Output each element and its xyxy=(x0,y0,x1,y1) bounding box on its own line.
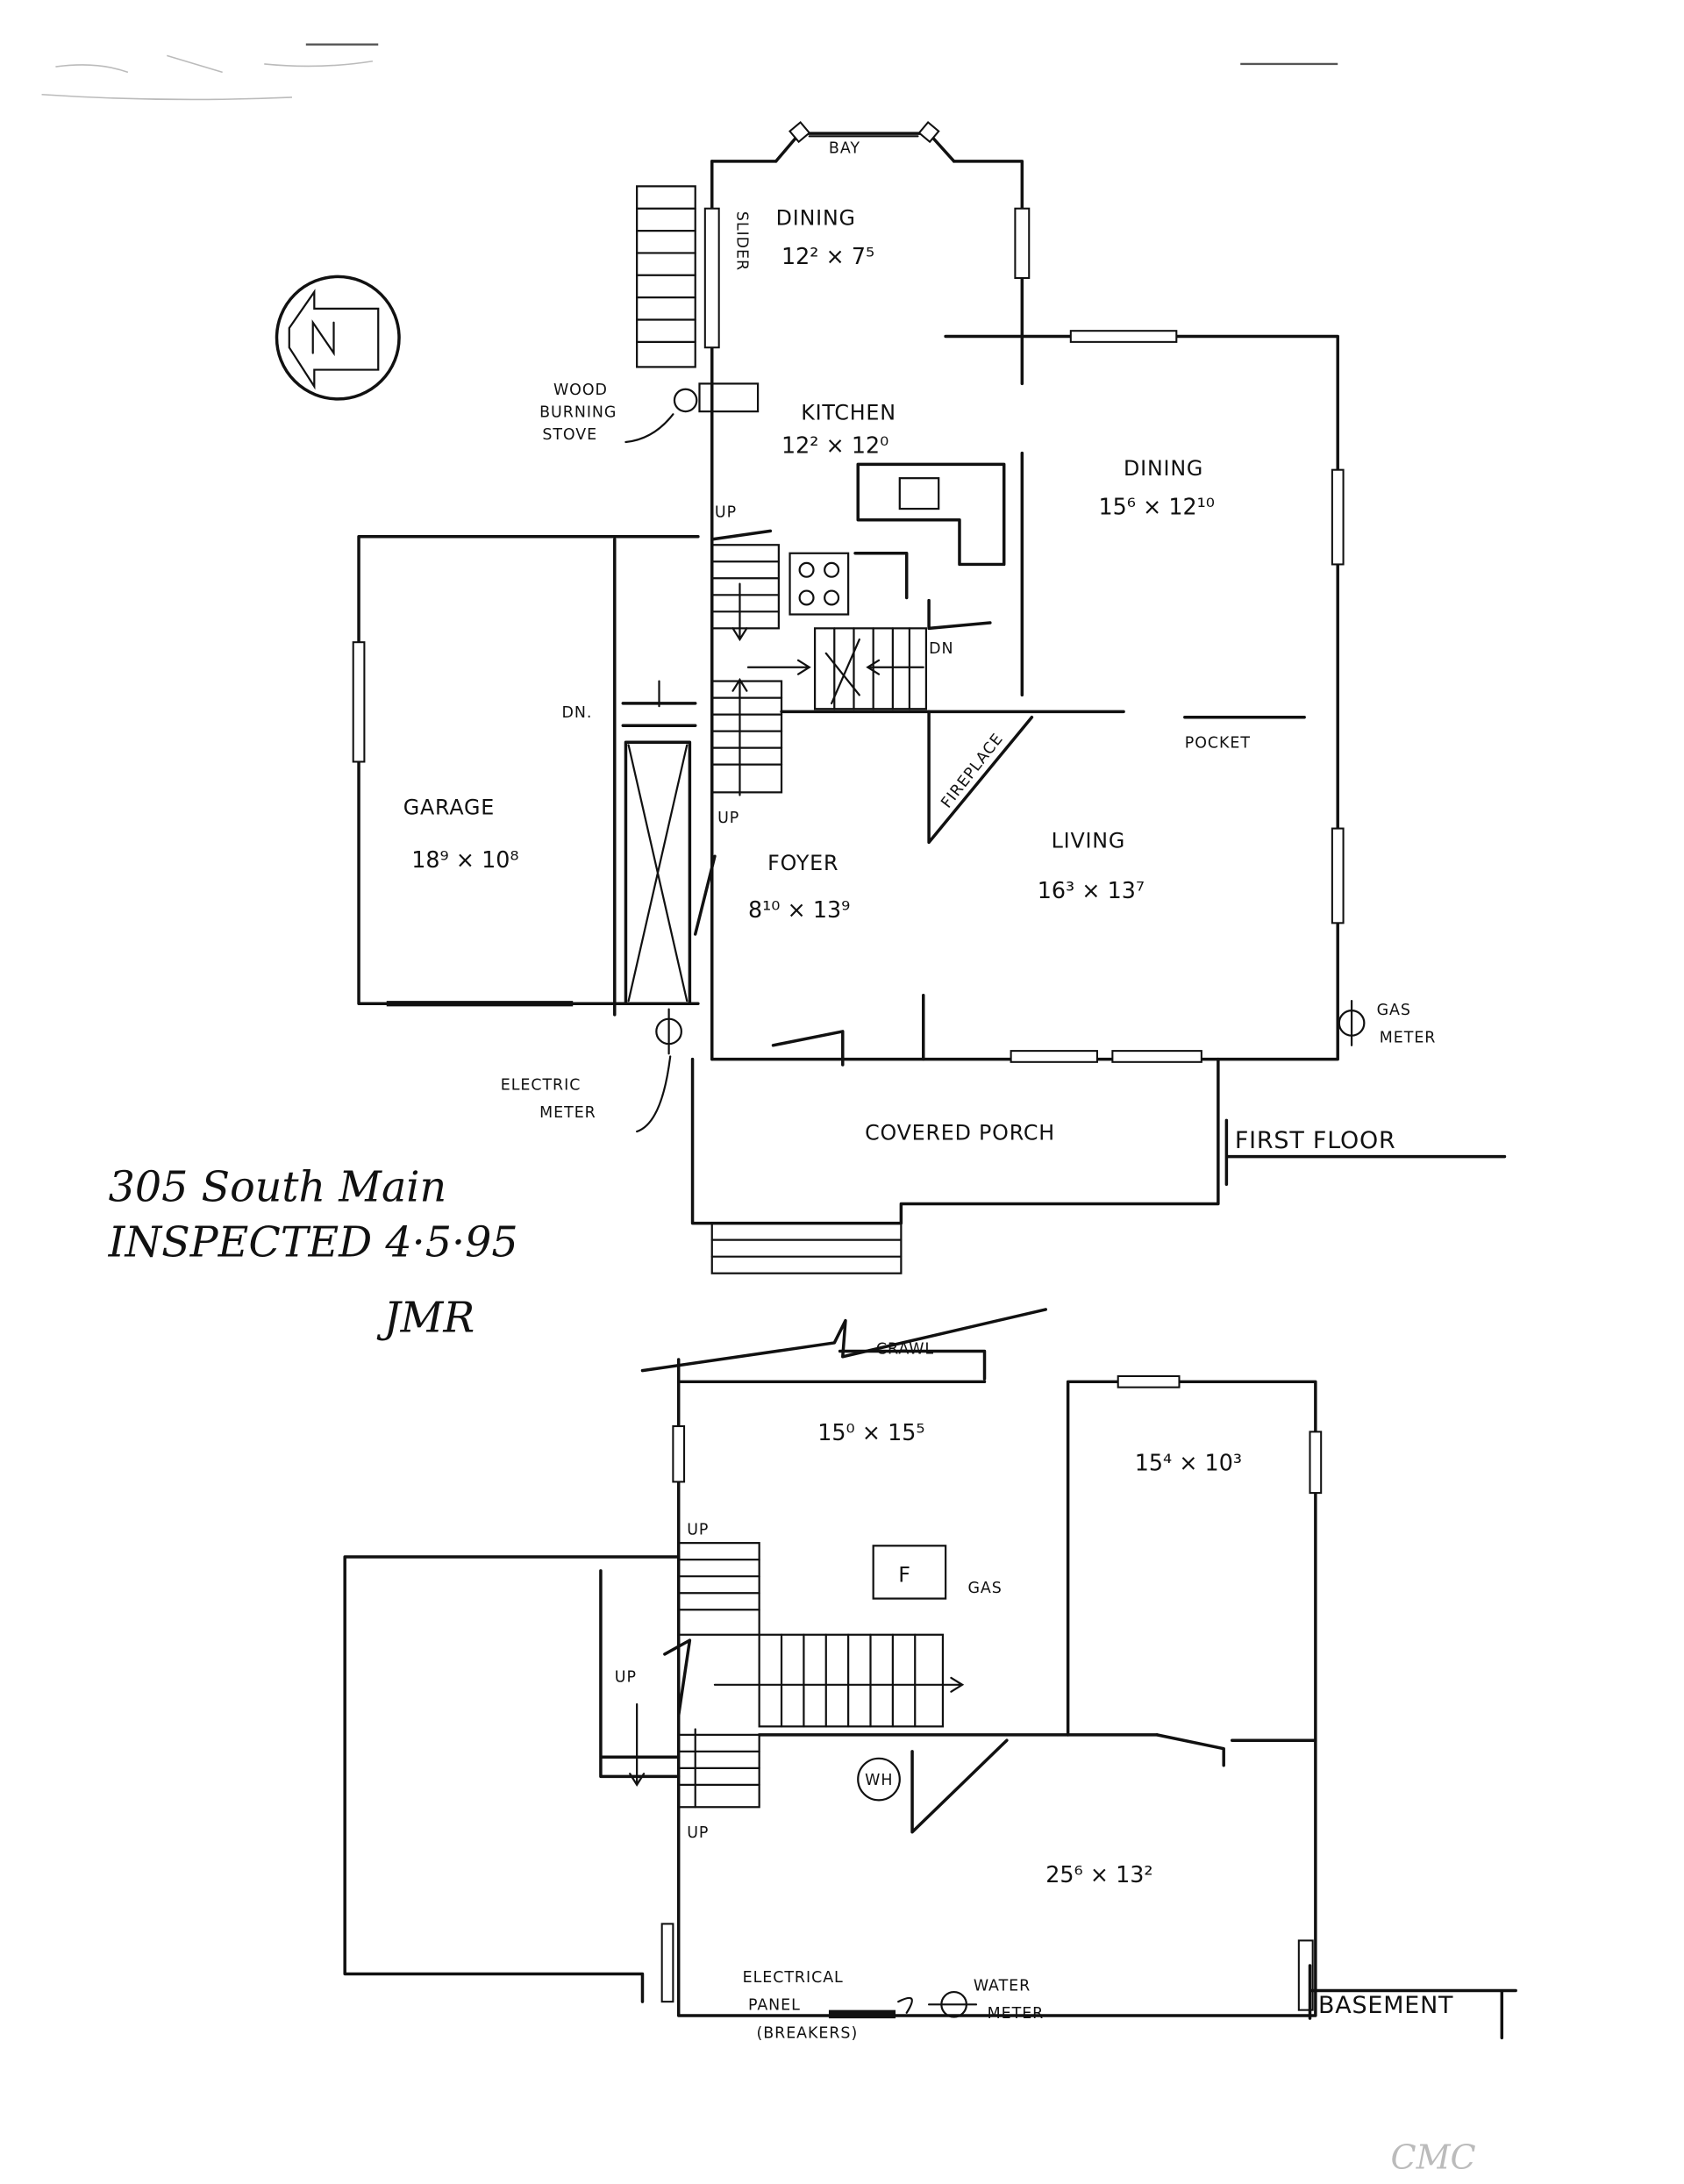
deck-steps xyxy=(636,185,696,368)
living-name: LIVING xyxy=(1052,829,1125,853)
gas-meter-label: GAS METER xyxy=(1377,1002,1437,1047)
inspection-note: 305 South Main INSPECTED 4·5·95 JMR xyxy=(108,1163,518,1342)
svg-text:ELECTRICAL: ELECTRICAL xyxy=(743,1969,844,1987)
furnace-icon: F xyxy=(872,1545,947,1600)
dn-label-left: DN. xyxy=(562,704,593,722)
range-icon xyxy=(788,552,850,616)
initials-top: JMR xyxy=(377,1294,475,1342)
living-dims: 16³ × 13⁷ xyxy=(1038,877,1145,903)
basement-title: BASEMENT xyxy=(1318,1992,1453,2019)
wood-stove-icon xyxy=(673,382,760,413)
svg-text:BURNING: BURNING xyxy=(539,403,617,421)
dining-top-dims: 12² × 7⁵ xyxy=(781,243,874,269)
kitchen-name: KITCHEN xyxy=(801,401,896,425)
bay-window xyxy=(774,120,956,163)
kitchen-dims: 12² × 12⁰ xyxy=(781,432,888,459)
fireplace-icon xyxy=(927,710,1034,845)
basement-plan: CRAWL 15⁰ × 15⁵ 15⁴ × 10³ F GAS xyxy=(343,1308,1517,2042)
dining-right-dims: 15⁶ × 12¹⁰ xyxy=(1099,493,1215,519)
covered-porch-label: COVERED PORCH xyxy=(865,1121,1055,1146)
electrical-panel-label: ELECTRICAL PANEL (BREAKERS) xyxy=(743,1969,913,2042)
fireplace-label: FIREPLACE xyxy=(938,731,1007,812)
water-meter-label: WATER METER xyxy=(974,1977,1045,2023)
water-meter-icon xyxy=(927,1990,978,2018)
up-label-top: UP xyxy=(715,504,737,522)
svg-text:WATER: WATER xyxy=(974,1977,1031,1995)
gas-label: GAS xyxy=(967,1580,1002,1597)
garage-name: GARAGE xyxy=(403,796,495,820)
svg-text:(BREAKERS): (BREAKERS) xyxy=(756,2024,858,2042)
svg-text:METER: METER xyxy=(988,2005,1045,2023)
svg-text:PANEL: PANEL xyxy=(748,1997,801,2015)
svg-text:METER: METER xyxy=(539,1104,596,1122)
svg-text:STOVE: STOVE xyxy=(542,426,597,444)
first-floor-plan: BAY SLIDER DINING 12² × 7⁵ WOOD BURNING … xyxy=(352,120,1507,1274)
scan-marks xyxy=(41,43,1338,101)
svg-text:ELECTRIC: ELECTRIC xyxy=(501,1077,582,1095)
slider-door xyxy=(703,207,720,349)
first-floor-stairs xyxy=(710,544,928,796)
inspected-text: INSPECTED 4·5·95 xyxy=(108,1219,518,1267)
up-label-basement-bottom: UP xyxy=(687,1824,709,1842)
basement-stairs xyxy=(663,1542,965,1809)
electric-meter-icon xyxy=(655,1008,682,1055)
sink-icon xyxy=(898,477,940,510)
address-text: 305 South Main xyxy=(109,1163,446,1211)
dn-label-right: DN xyxy=(929,640,953,658)
svg-text:WOOD: WOOD xyxy=(553,382,608,399)
porch-steps xyxy=(710,1222,903,1274)
up-label-mid: UP xyxy=(717,810,739,827)
svg-text:F: F xyxy=(898,1563,910,1588)
up-label-basement-top: UP xyxy=(687,1522,709,1539)
pocket-label: POCKET xyxy=(1185,735,1251,753)
room-c-dims: 25⁶ × 13² xyxy=(1045,1861,1152,1888)
north-arrow-icon xyxy=(275,275,401,401)
room-a-dims: 15⁰ × 15⁵ xyxy=(817,1419,924,1445)
electric-meter-label: ELECTRIC METER xyxy=(501,1055,672,1133)
garage-dims: 18⁹ × 10⁸ xyxy=(411,846,518,873)
svg-text:METER: METER xyxy=(1380,1030,1437,1047)
initials-bottom: CMC xyxy=(1390,2138,1475,2176)
dining-top-name: DINING xyxy=(776,206,856,231)
wood-stove-label: WOOD BURNING STOVE xyxy=(539,382,674,444)
svg-text:GAS: GAS xyxy=(1377,1002,1411,1019)
water-heater-icon: WH xyxy=(857,1757,901,1802)
bay-label: BAY xyxy=(829,139,860,157)
gas-meter-icon xyxy=(1338,999,1366,1046)
dining-right-name: DINING xyxy=(1124,456,1203,481)
kitchen-counter xyxy=(856,462,1006,567)
first-floor-title: FIRST FLOOR xyxy=(1235,1127,1396,1154)
foyer-dims: 8¹⁰ × 13⁹ xyxy=(748,896,850,923)
crawl-label: CRAWL xyxy=(876,1341,934,1359)
up-label-basement-left: UP xyxy=(615,1669,637,1687)
foyer-name: FOYER xyxy=(767,851,838,875)
slider-label: SLIDER xyxy=(732,211,750,271)
electrical-panel-icon xyxy=(828,2009,896,2019)
room-b-dims: 15⁴ × 10³ xyxy=(1135,1450,1242,1476)
svg-text:WH: WH xyxy=(865,1772,893,1789)
